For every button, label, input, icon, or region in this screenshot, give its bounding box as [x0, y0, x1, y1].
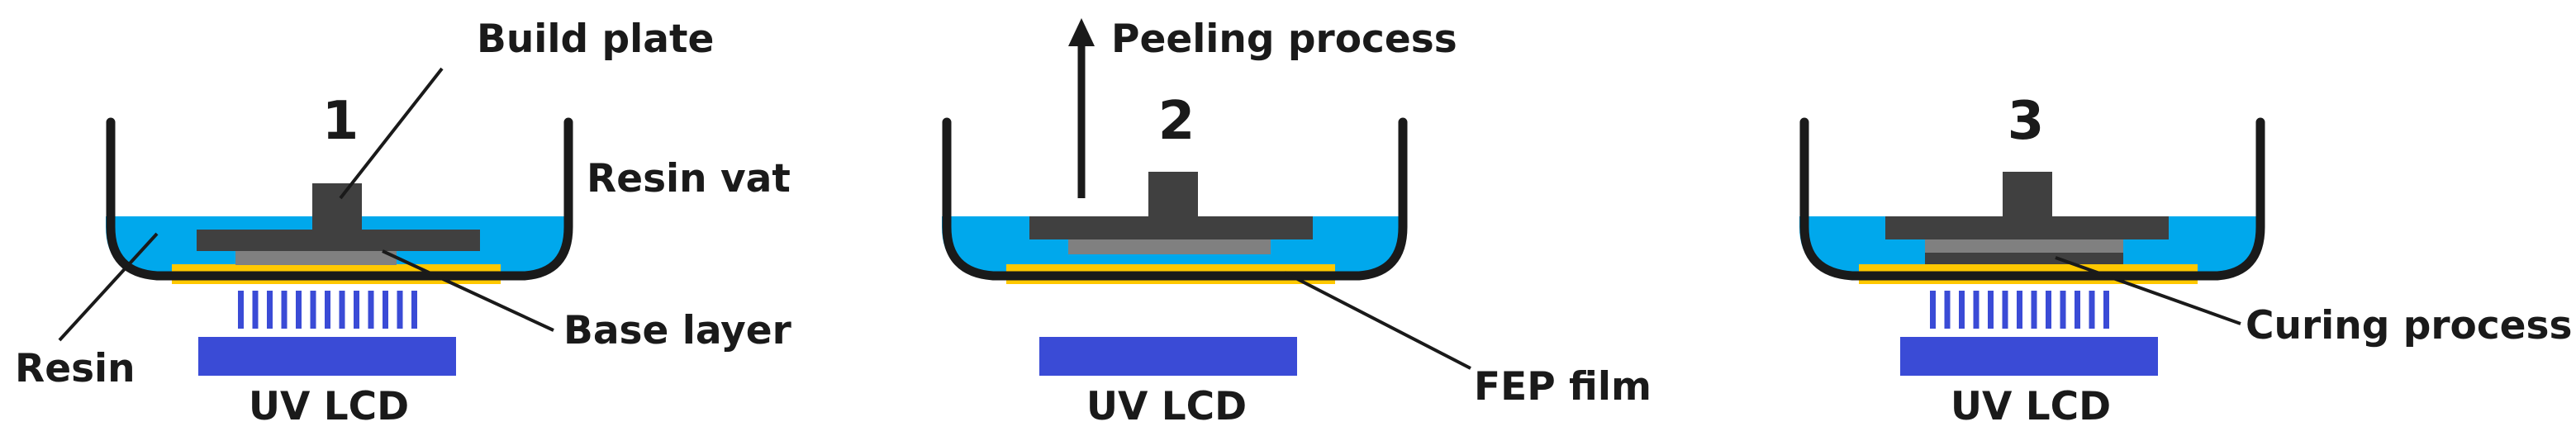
step-number-3: 3	[2008, 91, 2045, 152]
uv-light-ray	[2002, 291, 2008, 329]
build-plate-stem	[1148, 172, 1198, 218]
uv-light-ray	[354, 291, 359, 329]
label-peeling-process: Peeling process	[1111, 17, 1457, 62]
uv-light-ray	[383, 291, 388, 329]
peeling-arrow-head	[1068, 18, 1095, 46]
uv-light-ray	[1973, 291, 1980, 329]
uv-light-rays	[238, 291, 417, 329]
leader-base-layer	[382, 249, 554, 332]
cured-layer	[1068, 239, 1271, 254]
resin-vat-wall	[106, 117, 573, 281]
uv-light-ray	[1988, 291, 1994, 329]
uv-light-ray	[252, 291, 259, 329]
build-plate-platform	[1885, 216, 2169, 239]
panel-3: 3 Curing process UV LCD	[1799, 91, 2573, 429]
leader-fep-film	[1284, 271, 1471, 370]
uv-light-ray	[267, 291, 273, 329]
uv-light-ray	[397, 291, 403, 329]
uv-light-ray	[325, 291, 330, 329]
uv-light-ray	[2089, 291, 2095, 329]
label-base-layer: Base layer	[563, 308, 792, 353]
uv-light-ray	[2075, 291, 2080, 329]
step-number-2: 2	[1158, 91, 1195, 152]
base-layer	[235, 251, 397, 265]
label-build-plate: Build plate	[477, 17, 714, 62]
uv-light-ray	[238, 291, 244, 329]
build-plate-stem	[2003, 172, 2052, 218]
panel-1: 1 Build plate Resin vat Base layer Resin…	[15, 17, 792, 429]
cured-layer	[1925, 239, 2123, 253]
label-resin-vat: Resin vat	[587, 156, 791, 201]
uv-light-ray	[1944, 291, 1951, 329]
build-plate-platform	[197, 230, 480, 251]
uv-light-ray	[411, 291, 417, 329]
uv-light-ray	[296, 291, 302, 329]
uv-lcd-panel	[1900, 337, 2158, 376]
uv-light-ray	[368, 291, 374, 329]
leader-curing-process	[2055, 256, 2241, 325]
uv-lcd-panel	[198, 337, 456, 376]
uv-light-ray	[2017, 291, 2022, 329]
curing-layer	[1925, 253, 2123, 264]
resin-vat-wall	[942, 117, 1408, 281]
label-uv-lcd-3: UV LCD	[1951, 384, 2111, 429]
label-uv-lcd-1: UV LCD	[249, 384, 409, 429]
build-plate-stem	[312, 183, 362, 231]
uv-light-ray	[281, 291, 288, 329]
uv-light-ray	[2046, 291, 2051, 329]
uv-lcd-panel	[1039, 337, 1297, 376]
label-fep-film: FEP film	[1474, 364, 1652, 410]
label-resin: Resin	[15, 346, 135, 391]
leader-resin	[58, 232, 159, 342]
uv-light-ray	[339, 291, 345, 329]
uv-light-ray	[310, 291, 316, 329]
uv-light-rays	[1930, 291, 2109, 329]
resin-vat-wall	[1799, 117, 2265, 281]
leader-build-plate	[339, 67, 444, 200]
uv-light-ray	[1959, 291, 1965, 329]
label-uv-lcd-2: UV LCD	[1086, 384, 1247, 429]
panel-2: 2 Peeling process FEP film UV LCD	[942, 17, 1652, 429]
uv-light-ray	[2103, 291, 2109, 329]
uv-light-ray	[2060, 291, 2066, 329]
step-number-1: 1	[322, 91, 359, 152]
uv-light-ray	[2031, 291, 2037, 329]
build-plate-platform	[1029, 216, 1313, 239]
label-curing-process: Curing process	[2246, 303, 2573, 348]
uv-light-ray	[1930, 291, 1936, 329]
